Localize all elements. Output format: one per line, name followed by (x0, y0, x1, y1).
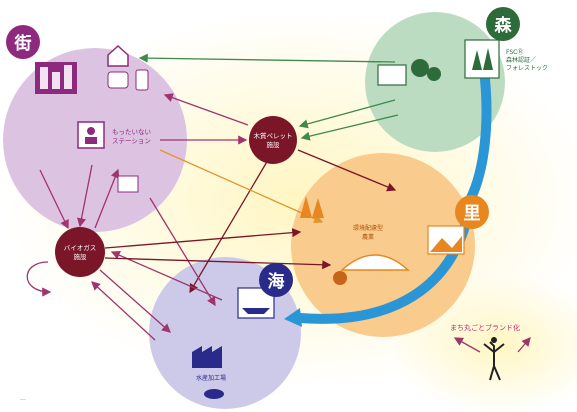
arrow-town-to-biogas (39, 169, 69, 230)
factory-icon (192, 346, 222, 368)
fsc-label-line3: フォレストック (506, 65, 548, 72)
arrow-pellet-to-town (163, 93, 249, 126)
water-flow-head (284, 308, 302, 327)
vegetable-icon (333, 271, 347, 285)
town-icons: もったいない ステーション (35, 44, 151, 193)
arrow-brand-right (517, 337, 531, 353)
stove-icon (135, 69, 149, 91)
fsc-label-line2: 森林認証／ (506, 56, 536, 64)
biogas-loop-arrow (26, 261, 52, 297)
town-badge-text: 街 (14, 33, 32, 54)
sea-badge-text: 海 (268, 271, 285, 292)
arrow-biogas-to-village (104, 228, 302, 249)
brand-section: まち丸ごとブランド化 (450, 323, 520, 381)
biogas-hub: バイオガス 施設 (55, 227, 105, 277)
greenhouse-label-line2: 農業 (362, 233, 374, 241)
forest-badge-circle (486, 7, 520, 41)
arrow-brand-left (453, 337, 481, 353)
village-badge: 里 (455, 195, 489, 229)
biogas-node (55, 227, 105, 277)
hot-spring-icon (107, 71, 129, 89)
village-region (291, 153, 475, 337)
illegible-label: … (20, 395, 26, 402)
sea-icons: 水産加工場 (192, 287, 275, 399)
village-icons: 環境配慮型 農業 (300, 196, 465, 285)
greenhouse-icon (340, 254, 410, 271)
arrow-town-to-sea (149, 197, 216, 307)
pellet-node (249, 116, 297, 164)
town-badge-circle (6, 25, 40, 59)
arrow-forest-to-pellet (298, 99, 396, 129)
village-badge-text: 里 (464, 204, 481, 224)
pellet-label-line2: 施設 (267, 140, 281, 149)
connector-arrows (26, 53, 531, 353)
sawmill-icon (377, 64, 407, 86)
arrow-station-to-biogas (77, 164, 93, 228)
sea-badge: 海 (259, 263, 293, 297)
arrow-sea-to-biogas-2 (91, 281, 156, 341)
arrow-biogas-to-sea (99, 269, 171, 333)
fsc-label-line1: FSCⓇ (506, 48, 523, 56)
mottainai-label-line1: もったいない (112, 128, 151, 136)
forest-badge-text: 森 (495, 15, 513, 36)
waste-box-icon (117, 175, 139, 193)
arrow-station-to-village (159, 149, 324, 223)
pellet-hub: 木質ペレット 施設 (249, 116, 297, 164)
arrow-forest-to-town (138, 53, 396, 63)
greenhouse-label-line1: 環境配慮型 (353, 224, 383, 232)
forest-badge: 森 (486, 7, 520, 41)
town-badge: 街 (6, 25, 40, 59)
biogas-label-line1: バイオガス (64, 243, 97, 252)
rice-field-icon (300, 196, 324, 218)
arrow-forest-to-pellet-2 (300, 114, 399, 141)
fsc-certification-icon (464, 39, 500, 79)
brand-label: まち丸ごとブランド化 (450, 323, 520, 332)
arrow-pellet-to-village (297, 149, 397, 192)
house-icon (107, 44, 129, 67)
biogas-label-line2: 施設 (74, 252, 88, 261)
arrow-sea-to-biogas (110, 250, 223, 301)
pellet-label-line1: 木質ペレット (254, 131, 293, 140)
arrow-biogas-to-village-2 (104, 257, 332, 270)
seafood-icon (204, 389, 224, 399)
tree-icon (411, 59, 429, 77)
arrow-biogas-to-town (94, 168, 120, 229)
fish-plant-label: 水産加工場 (196, 374, 226, 382)
village-badge-circle (455, 195, 489, 229)
arrow-pellet-to-sea (189, 159, 269, 294)
sea-badge-circle (259, 263, 293, 297)
person-cheering-icon (483, 341, 505, 381)
forest-icons: FSCⓇ 森林認証／ フォレストック (377, 39, 548, 86)
mottainai-label-line2: ステーション (112, 137, 151, 145)
